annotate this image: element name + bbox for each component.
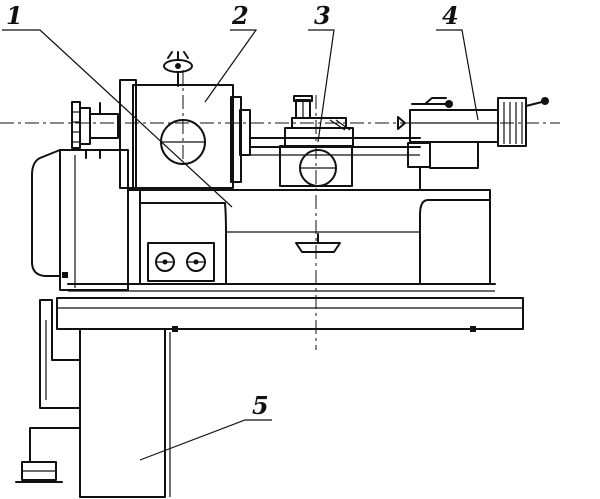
motor-housing <box>31 149 129 291</box>
bed-plate <box>56 297 524 332</box>
callout-1: 1 <box>6 1 23 30</box>
callout-3: 3 <box>314 1 331 30</box>
headstock-handwheel <box>71 101 119 159</box>
callout-2: 2 <box>231 1 249 30</box>
bed-rails <box>67 283 496 292</box>
coolant-pipes <box>29 299 81 463</box>
leader-lines <box>2 29 479 461</box>
tailstock <box>397 97 549 191</box>
bed-handwheel <box>295 233 341 253</box>
callout-5: 5 <box>252 391 269 420</box>
callout-labels: 1 2 3 4 5 <box>6 1 459 420</box>
headstock-top-handle <box>163 51 193 87</box>
callout-4: 4 <box>442 1 459 30</box>
control-panel <box>147 242 215 282</box>
pedestal <box>79 328 171 498</box>
bed-body <box>127 189 491 285</box>
headstock <box>119 79 251 189</box>
carriage <box>279 95 354 187</box>
leveling-foot <box>15 461 63 483</box>
